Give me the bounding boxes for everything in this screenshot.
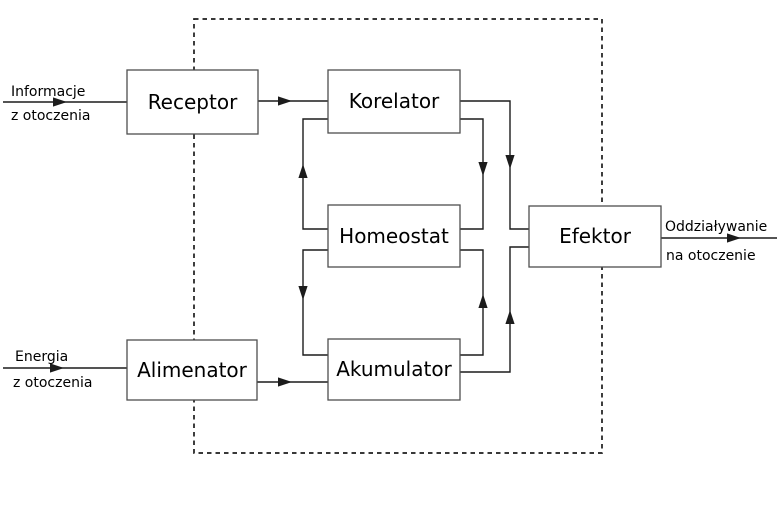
- arrowhead-akumulator-efektor-up-icon: [505, 310, 515, 324]
- input-informacje-label-line2: z otoczenia: [11, 108, 90, 124]
- edge-korelator-to-efektor: [460, 100, 529, 230]
- node-alimenator-label: Alimenator: [137, 358, 248, 382]
- node-receptor-label: Receptor: [148, 90, 238, 114]
- arrowhead-informacje-right-icon: [53, 97, 67, 107]
- edge-akumulator-to-homeostat: [460, 249, 484, 356]
- node-akumulator-box: [327, 338, 461, 401]
- node-akumulator: Akumulator: [327, 338, 461, 401]
- node-receptor: Receptor: [126, 69, 259, 135]
- node-korelator-label: Korelator: [349, 89, 440, 113]
- input-energia-label-line2: z otoczenia: [13, 375, 92, 391]
- node-alimenator: Alimenator: [126, 339, 258, 401]
- node-receptor-box: [126, 69, 259, 135]
- edge-akumulator-to-efektor: [460, 246, 529, 373]
- arrowhead-oddzialywanie-right-icon: [727, 233, 741, 243]
- node-homeostat: Homeostat: [327, 204, 461, 268]
- node-akumulator-label: Akumulator: [336, 357, 452, 381]
- node-efektor-box: [528, 205, 662, 268]
- input-informacje-label-line1: Informacje: [11, 84, 85, 100]
- arrowhead-receptor-korelator-right-icon: [278, 96, 292, 106]
- node-korelator-box: [327, 69, 461, 134]
- node-efektor-label: Efektor: [559, 224, 632, 248]
- node-homeostat-label: Homeostat: [339, 224, 449, 248]
- arrowhead-alimenator-akumulator-right-icon: [278, 377, 292, 387]
- arrowhead-homeostat-akumulator-down-icon: [298, 286, 308, 300]
- edge-homeostat-to-akumulator: [302, 249, 328, 356]
- edge-korelator-to-homeostat: [460, 118, 484, 230]
- node-korelator: Korelator: [327, 69, 461, 134]
- edge-homeostat-to-korelator: [302, 118, 328, 230]
- arrowhead-korelator-homeostat-down-icon: [478, 162, 488, 176]
- arrowhead-akumulator-homeostat-up-icon: [478, 294, 488, 308]
- node-alimenator-box: [126, 339, 258, 401]
- output-oddzialywanie-label-line1: Oddziaływanie: [665, 219, 767, 235]
- input-energia-label-line1: Energia: [15, 349, 68, 365]
- arrowhead-korelator-efektor-down-icon: [505, 155, 515, 169]
- arrowhead-homeostat-korelator-up-icon: [298, 164, 308, 178]
- arrowhead-energia-right-icon: [50, 363, 64, 373]
- node-homeostat-box: [327, 204, 461, 268]
- output-oddzialywanie-label-line2: na otoczenie: [666, 248, 756, 264]
- node-efektor: Efektor: [528, 205, 662, 268]
